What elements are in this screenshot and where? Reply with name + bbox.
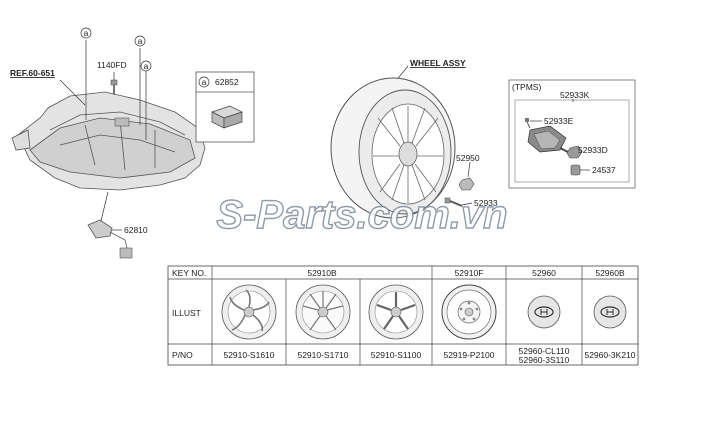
part-label-52933E: 52933E: [544, 116, 574, 126]
part-label-62810: 62810: [124, 225, 148, 235]
callout-a-1: a: [84, 28, 89, 38]
callout-a-2: a: [138, 36, 143, 46]
valve-stem-icon: [444, 197, 463, 207]
part-number-6: 52960-3K210: [584, 350, 635, 360]
sensor-bracket-illustration: [87, 191, 133, 259]
wheel-illustration: [330, 77, 456, 219]
bolt-icon: [110, 79, 118, 95]
ref-label: REF.60-651: [10, 68, 55, 78]
part-label-24537: 24537: [592, 165, 616, 175]
part-label-1140FD: 1140FD: [97, 60, 127, 70]
wheel-cover-1-icon: [221, 284, 277, 340]
clip-block-icon: [211, 105, 243, 129]
wheel-assy-label: WHEEL ASSY: [410, 58, 466, 68]
lug-nut-icon: [458, 177, 475, 191]
part-number-2: 52910-S1710: [297, 350, 348, 360]
steel-wheel-icon: [441, 284, 497, 340]
row-label-key: KEY NO.: [172, 268, 206, 278]
valve-cap-icon: [570, 164, 581, 176]
key-group-52910B: 52910B: [307, 268, 337, 278]
row-label-pno: P/NO: [172, 350, 193, 360]
alloy-wheel-icon: [368, 284, 424, 340]
key-group-52960B: 52960B: [595, 268, 625, 278]
inset-tag: a: [202, 77, 207, 87]
part-number-1: 52910-S1610: [223, 350, 274, 360]
tpms-group-label: (TPMS): [512, 82, 541, 92]
inset-part-label: 62852: [215, 77, 239, 87]
key-group-52910F: 52910F: [455, 268, 484, 278]
part-label-52950: 52950: [456, 153, 480, 163]
under-cover-illustration: [11, 91, 206, 191]
part-label-52933D: 52933D: [578, 145, 608, 155]
tpms-sensor-icon: [527, 125, 577, 157]
callout-a-circle-3: [140, 60, 152, 72]
part-number-4: 52919-P2100: [443, 350, 494, 360]
wheel-cover-2-icon: [295, 284, 351, 340]
row-label-illust: ILLUST: [172, 308, 201, 318]
callout-a-circle-2: [134, 35, 146, 47]
part-label-52933K: 52933K: [560, 90, 590, 100]
inset-box: a 62852: [195, 71, 255, 143]
parts-table: KEY NO. ILLUST P/NO 52910B 52910F 52960 …: [167, 265, 639, 366]
center-cap-2-icon: [593, 295, 627, 329]
callout-a-3: a: [144, 61, 149, 71]
screw-icon: [525, 118, 531, 129]
center-cap-1-icon: [527, 295, 561, 329]
callout-a-circle-1: [80, 27, 92, 39]
part-number-3: 52910-S1100: [371, 350, 422, 360]
watermark-text: S-Parts.com.vn: [216, 193, 507, 237]
key-group-52960: 52960: [532, 268, 556, 278]
part-label-52933: 52933: [474, 198, 498, 208]
part-number-5-line: 52960-CL110: [519, 346, 570, 356]
valve-nut-icon: [566, 145, 583, 159]
part-number-5-line: 52960-3S110: [519, 355, 570, 365]
